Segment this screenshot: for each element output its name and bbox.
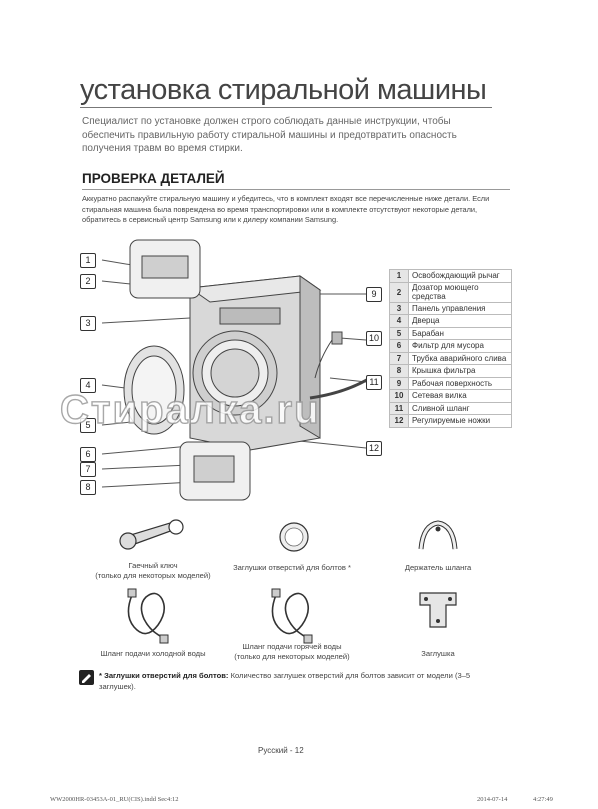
accessory-label-cold-hose: Шланг подачи холодной воды <box>100 649 206 658</box>
section-text: Аккуратно распакуйте стиральную машину и… <box>82 194 490 224</box>
part-number: 4 <box>389 314 409 328</box>
washing-machine-diagram <box>101 239 371 501</box>
part-label: Сливной шланг <box>408 401 512 415</box>
hose-holder-icon <box>418 520 458 550</box>
part-label: Фильтр для мусора <box>408 339 512 353</box>
callout-11: 11 <box>366 375 382 390</box>
section-title: ПРОВЕРКА ДЕТАЛЕЙ <box>82 171 225 186</box>
section-divider <box>82 189 510 190</box>
wrench-icon <box>119 519 184 550</box>
page-title: установка стиральной машины <box>80 74 487 106</box>
callout-1: 1 <box>80 253 96 268</box>
part-label: Трубка аварийного слива <box>408 351 512 365</box>
hot-hose-icon <box>271 588 313 644</box>
callout-5: 5 <box>80 418 96 433</box>
part-label: Рабочая поверхность <box>408 376 512 390</box>
callout-3: 3 <box>80 316 96 331</box>
note-icon <box>79 670 94 685</box>
bolt-cap-icon <box>279 522 309 552</box>
part-number: 9 <box>389 376 409 390</box>
part-label: Панель управления <box>408 301 512 315</box>
accessory-label-hose-holder: Держатель шланга <box>404 563 472 572</box>
part-label: Крышка фильтра <box>408 364 512 378</box>
watermark: Стиралка.ru <box>59 387 321 432</box>
part-number: 3 <box>389 301 409 315</box>
part-number: 10 <box>389 389 409 403</box>
part-label: Дверца <box>408 314 512 328</box>
part-label: Сетевая вилка <box>408 389 512 403</box>
callout-6: 6 <box>80 447 96 462</box>
callout-7: 7 <box>80 462 96 477</box>
callout-8: 8 <box>80 480 96 495</box>
cap-icon <box>419 592 457 628</box>
part-label: Дозатор моющего средства <box>408 281 512 303</box>
cold-hose-icon <box>127 588 169 644</box>
note-bold: * Заглушки отверстий для болтов: <box>99 671 229 680</box>
intro-text: Специалист по установке должен строго со… <box>82 116 457 154</box>
callout-12: 12 <box>366 441 382 456</box>
part-number: 12 <box>389 414 409 428</box>
footer-filename: WW2000HR-03453A-01_RU(CIS).indd Sec4:12 <box>50 796 179 803</box>
callout-2: 2 <box>80 274 96 289</box>
part-label: Освобождающий рычаг <box>408 269 512 283</box>
callout-4: 4 <box>80 378 96 393</box>
part-number: 11 <box>389 401 409 415</box>
accessory-label-hot-hose: Шланг подачи горячей воды (только для не… <box>234 642 350 661</box>
part-number: 1 <box>389 269 409 283</box>
part-label: Регулируемые ножки <box>408 414 512 428</box>
callout-9: 9 <box>366 287 382 302</box>
callout-10: 10 <box>366 331 382 346</box>
footer-date: 2014-07-14 <box>477 796 508 803</box>
part-label: Барабан <box>408 326 512 340</box>
title-divider <box>80 107 492 108</box>
accessory-label-cap: Заглушка <box>421 649 455 658</box>
part-number: 7 <box>389 351 409 365</box>
part-number: 6 <box>389 339 409 353</box>
accessory-label-wrench: Гаечный ключ (только для некоторых модел… <box>95 561 211 580</box>
accessory-label-bolt-caps: Заглушки отверстий для болтов * <box>233 563 351 572</box>
footer-time: 4:27:49 <box>533 796 553 803</box>
page-number: Русский - 12 <box>258 746 304 755</box>
part-number: 8 <box>389 364 409 378</box>
note-body: Количество заглушек отверстий для болтов… <box>99 671 471 691</box>
part-number: 2 <box>389 281 409 303</box>
note-text: * Заглушки отверстий для болтов: Количес… <box>99 671 509 692</box>
part-number: 5 <box>389 326 409 340</box>
